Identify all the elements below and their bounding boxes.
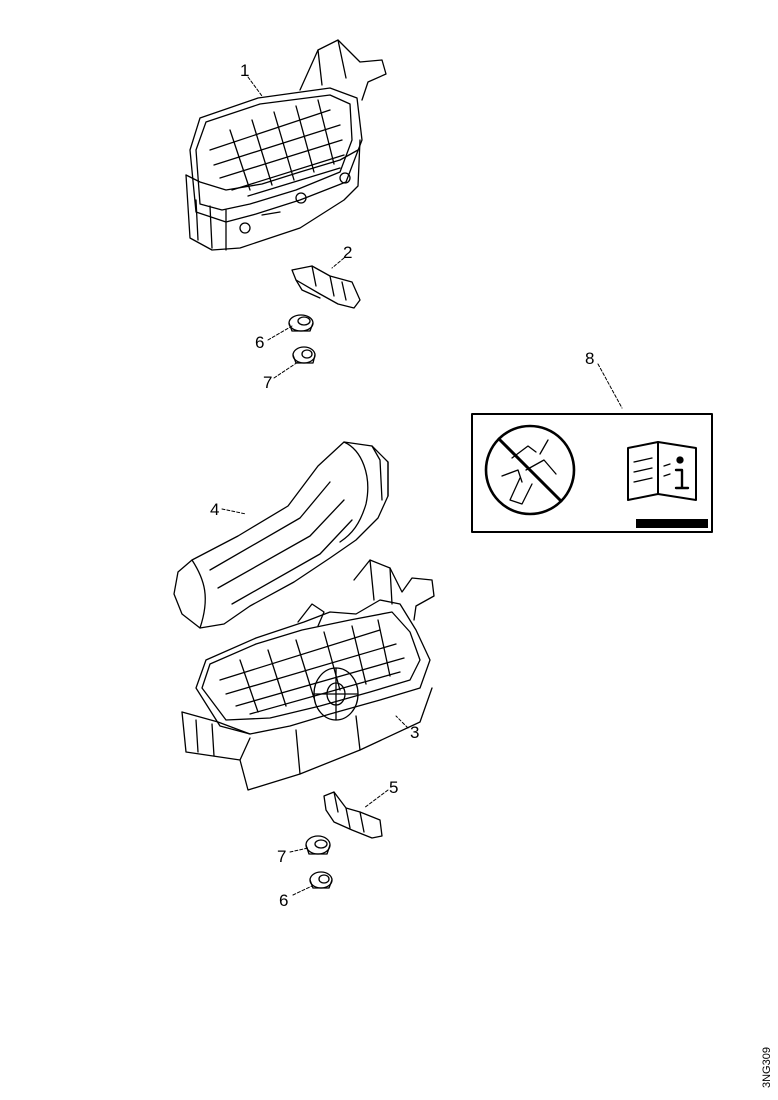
drawing-reference: 3NG309 [761,1047,773,1088]
part-8-warning-label [471,413,713,533]
callout-labels: 1 2 6 7 8 4 3 5 7 6 [210,61,594,910]
callout-6-lower: 6 [279,891,288,910]
part-3-connector-housing [181,559,435,791]
no-grease-icon [484,424,576,516]
callout-8: 8 [585,349,594,368]
part-2-terminal [291,265,361,309]
part-6-seal-upper [288,314,314,332]
callout-3: 3 [410,723,419,742]
callout-7-upper: 7 [263,373,272,392]
read-manual-icon [627,441,697,501]
leader-lines [221,76,623,896]
callout-1: 1 [240,61,249,80]
part-7-seal-upper [292,346,316,364]
part-6-seal-lower [309,871,333,889]
callout-2: 2 [343,243,352,262]
callout-5: 5 [389,778,398,797]
callout-4: 4 [210,500,219,519]
callout-7-lower: 7 [277,847,286,866]
part-7-seal-lower [305,835,331,855]
callout-6-upper: 6 [255,333,264,352]
part-4-cover [173,441,389,629]
part-5-terminal [323,791,383,839]
part-1-connector-housing [185,39,387,251]
